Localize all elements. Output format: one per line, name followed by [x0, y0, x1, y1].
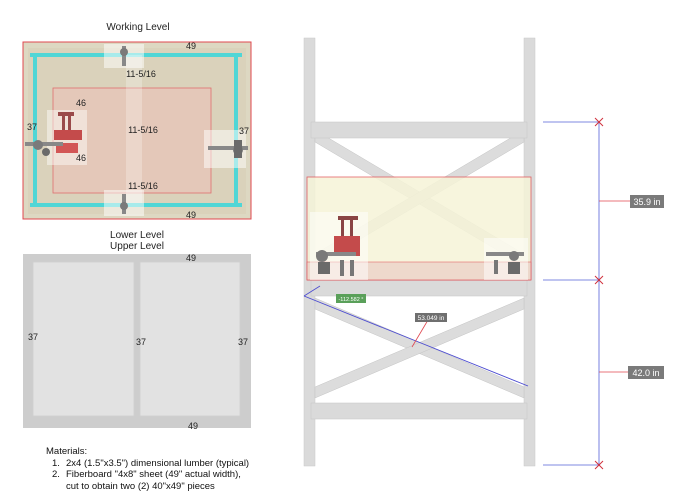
upper-level-title: Upper Level	[110, 241, 164, 252]
materials-item-1: 1. 2x4 (1.5"x3.5") dimensional lumber (ty…	[46, 458, 306, 470]
dim-lower-label: 42.0 in	[632, 368, 659, 378]
dim-lower-tag	[628, 366, 664, 379]
beam-top	[310, 121, 528, 139]
lower-dim-bottom: 49	[188, 421, 198, 431]
clamp-fixture-left	[25, 110, 87, 165]
materials-item-2-num: 2.	[52, 469, 60, 481]
lower-level-title: Lower Level	[110, 230, 164, 241]
working-dim-top: 49	[186, 41, 196, 51]
materials-notes: Materials: 1. 2x4 (1.5"x3.5") dimensional…	[46, 446, 306, 492]
working-dim-46-b: 46	[76, 153, 86, 163]
lower-panel-left	[32, 261, 135, 417]
lower-frame-middle	[134, 262, 140, 420]
working-dim-left: 37	[27, 122, 37, 132]
dim-marks	[594, 117, 604, 470]
lower-frame-left	[23, 254, 33, 428]
diag-length-tag	[415, 313, 447, 322]
angle-label: -112.582 °	[338, 297, 363, 303]
brace-lower-b	[314, 297, 525, 399]
working-dim-inner-top: 11-5/16	[126, 69, 156, 79]
elevation-fixture-left	[310, 212, 368, 280]
lower-dim-mid: 37	[136, 337, 146, 347]
working-dim-inner-bottom: 11-5/16	[128, 181, 158, 191]
rail-left	[33, 53, 37, 207]
beam-bottom	[310, 402, 528, 420]
materials-item-1-num: 1.	[52, 457, 60, 469]
working-dim-46-a: 46	[76, 98, 86, 108]
lower-panel-right	[139, 261, 241, 417]
beam-middle	[310, 279, 528, 297]
lower-level-plan: Lower Level Upper Level 49 49 37 37 37	[23, 230, 251, 431]
materials-item-1-text: 2x4 (1.5"x3.5") dimensional lumber (typi…	[66, 457, 250, 469]
lower-frame-right	[240, 254, 251, 428]
working-level-title: Working Level	[106, 22, 169, 33]
working-level-plan: Working Level	[22, 22, 252, 220]
clamp-fixture-top	[104, 44, 144, 68]
materials-item-2-cont: cut to obtain two (2) 40"x49" pieces	[66, 480, 215, 492]
clamp-fixture-bottom	[104, 190, 144, 216]
working-inner-panel	[52, 87, 212, 194]
center-highlight	[126, 55, 142, 203]
lower-frame-bottom	[23, 416, 251, 428]
elevation-view: 53.049 in -112.582 ° 35.9 in 42.0 in	[303, 37, 664, 470]
dim-upper-label: 35.9 in	[633, 197, 660, 207]
lower-dim-left: 37	[28, 332, 38, 342]
dim-upper-tag	[630, 195, 664, 208]
angle-tag	[336, 294, 366, 303]
working-dim-bottom: 49	[186, 210, 196, 220]
lower-dim-top: 49	[186, 253, 196, 263]
materials-heading: Materials:	[46, 446, 88, 457]
working-dim-inner-mid: 11-5/16	[128, 125, 158, 135]
diag-leader	[411, 319, 429, 348]
diag-length-label: 53.049 in	[418, 315, 445, 322]
elevation-fixture-right	[484, 238, 528, 280]
working-dim-right: 37	[239, 126, 249, 136]
lower-dim-right: 37	[238, 337, 248, 347]
materials-item-2: 2. Fiberboard "4x8" sheet (49" actual wid…	[46, 469, 306, 492]
diag-measure-tick	[303, 285, 321, 297]
clamp-fixture-right	[204, 130, 248, 168]
materials-item-2-text: Fiberboard "4x8" sheet (49" actual width…	[66, 469, 241, 481]
